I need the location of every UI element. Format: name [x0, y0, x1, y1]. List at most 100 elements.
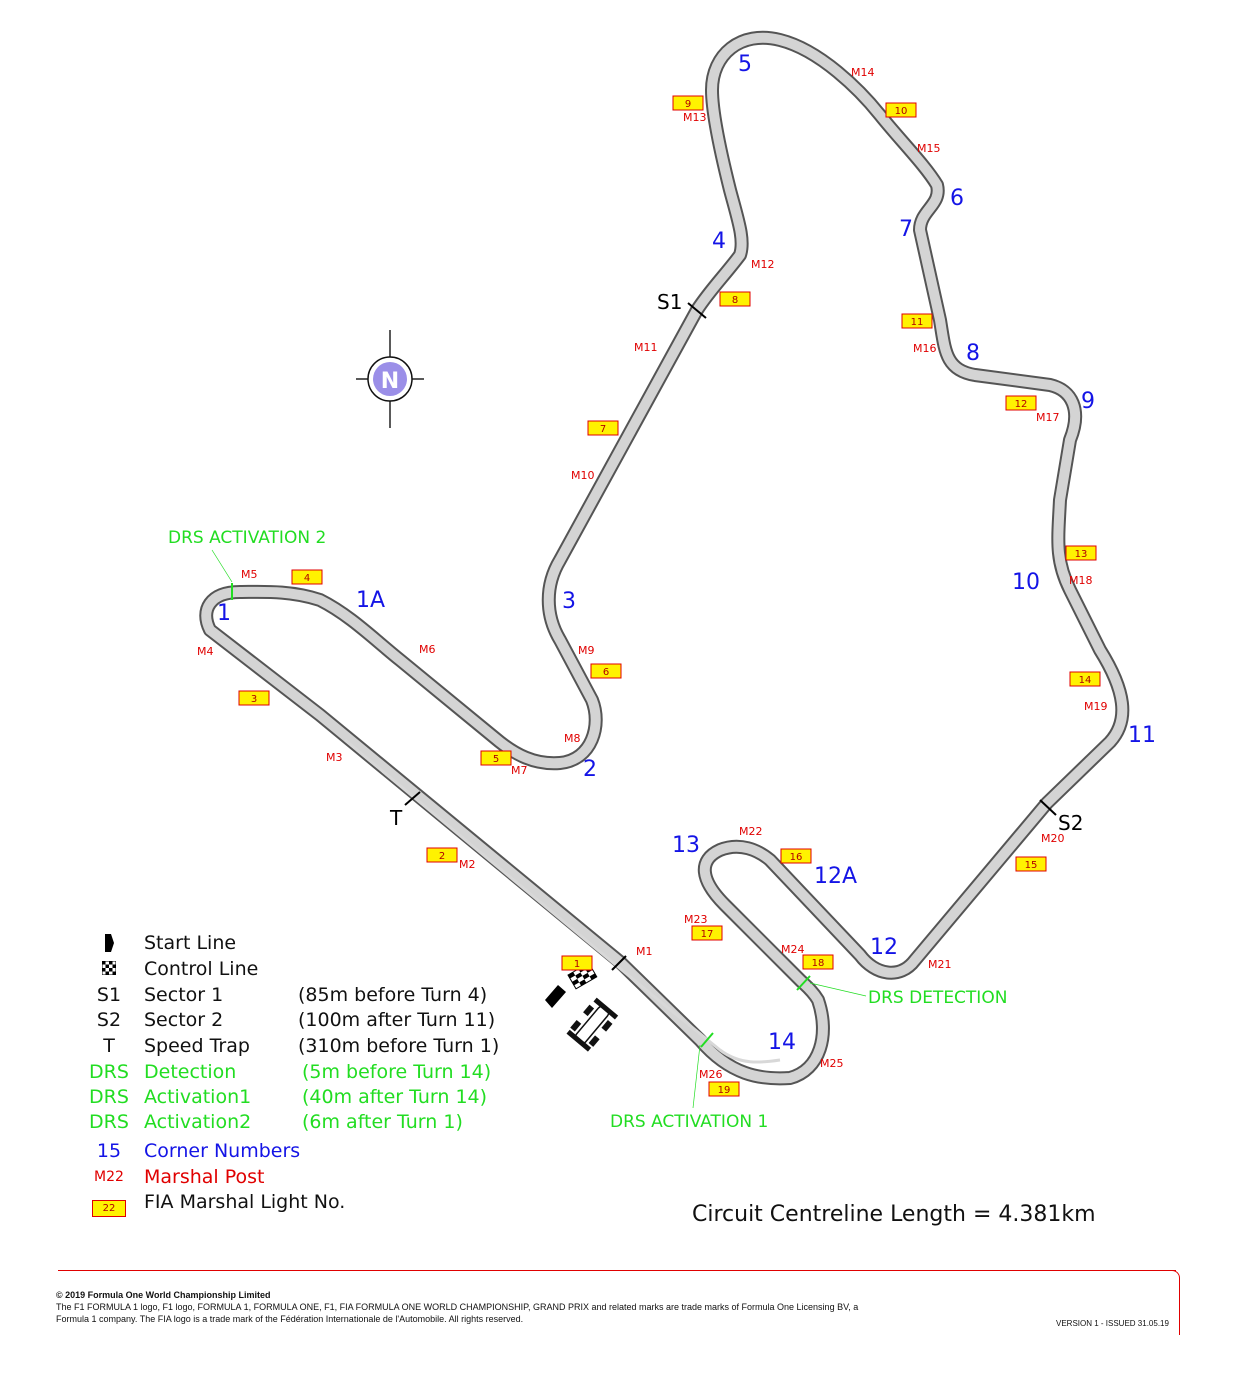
marshal-m3: M3: [326, 751, 343, 764]
corner-3: 3: [562, 589, 576, 614]
corner-13: 13: [672, 833, 700, 858]
drs-detection-line: [796, 975, 811, 991]
svg-text:11: 11: [911, 317, 924, 328]
marshal-m2: M2: [459, 858, 476, 871]
light-3: 3: [238, 690, 270, 706]
control-line-icon: [80, 958, 138, 980]
corner-12a: 12A: [814, 864, 857, 889]
drs-activation1-label: DRS ACTIVATION 1: [610, 1112, 768, 1132]
svg-text:2: 2: [439, 851, 445, 862]
marshal-m19: M19: [1084, 700, 1108, 713]
svg-text:12: 12: [1015, 399, 1028, 410]
start-line-icon: [80, 932, 138, 959]
drs-detection-label: DRS DETECTION: [868, 988, 1007, 1008]
speed-trap-label: T: [389, 806, 403, 830]
marshal-light-icon: 22: [80, 1194, 138, 1217]
light-2: 2: [426, 847, 458, 863]
footer-divider: [58, 1270, 1176, 1271]
light-6: 6: [590, 663, 622, 679]
footer-corner: [1170, 1270, 1180, 1335]
corner-7: 7: [899, 217, 913, 242]
marshal-m9: M9: [578, 644, 595, 657]
marshal-m24: M24: [781, 943, 805, 956]
drs-activation2-leader: [211, 549, 233, 583]
drs-activation2-label: DRS ACTIVATION 2: [168, 528, 326, 548]
marshal-m8: M8: [564, 732, 581, 745]
north-compass: N: [356, 330, 424, 428]
svg-text:16: 16: [790, 852, 803, 863]
svg-text:18: 18: [812, 958, 825, 969]
svg-text:5: 5: [493, 754, 499, 765]
svg-text:8: 8: [732, 295, 738, 306]
corner-2: 2: [583, 757, 597, 782]
marshal-m26: M26: [699, 1068, 723, 1081]
svg-text:3: 3: [251, 694, 257, 705]
drs-activation1-leader: [692, 1044, 701, 1109]
svg-text:4: 4: [304, 573, 310, 584]
corner-numbers: 1 1A 2 3 4 5 6 7 8 9 10 11 12 12A 13 14: [217, 52, 1156, 1055]
marshal-m22: M22: [739, 825, 763, 838]
marshal-lights: 1 2 3 4 5 6 7 8 9 10 11 12 13 14 15 16 1…: [238, 95, 1101, 1097]
corner-9: 9: [1081, 389, 1095, 414]
corner-14: 14: [768, 1030, 796, 1055]
svg-text:6: 6: [603, 667, 609, 678]
light-1: 1: [561, 955, 593, 971]
light-15: 15: [1015, 856, 1047, 872]
circuit-map: N S1 S2 T DRS ACTIVATION 2 DRS ACTIVATIO…: [168, 30, 1156, 1132]
marshal-m13: M13: [683, 111, 707, 124]
marshal-m12: M12: [751, 258, 775, 271]
track-surface: [201, 32, 1128, 1084]
corner-10: 10: [1012, 570, 1040, 595]
copyright-title: © 2019 Formula One World Championship Li…: [56, 1290, 271, 1300]
light-18: 18: [802, 954, 834, 970]
s2-line: [1039, 799, 1057, 816]
light-12: 12: [1005, 395, 1037, 411]
marshal-m10: M10: [571, 469, 595, 482]
light-10: 10: [885, 102, 917, 118]
light-4: 4: [291, 569, 323, 585]
start-line: [611, 955, 627, 971]
copyright-line-1: The F1 FORMULA 1 logo, F1 logo, FORMULA …: [56, 1302, 859, 1312]
circuit-length: Circuit Centreline Length = 4.381km: [692, 1202, 1096, 1227]
marshal-m11: M11: [634, 341, 658, 354]
marshal-m4: M4: [197, 645, 214, 658]
corner-5: 5: [738, 52, 752, 77]
svg-text:13: 13: [1075, 549, 1088, 560]
marshal-m20: M20: [1041, 832, 1065, 845]
marshal-m18: M18: [1069, 574, 1093, 587]
marshal-m16: M16: [913, 342, 937, 355]
corner-12: 12: [870, 935, 898, 960]
speed-trap-line: [404, 791, 421, 806]
copyright-line-2: Formula 1 company. The FIA logo is a tra…: [56, 1314, 524, 1324]
light-11: 11: [901, 313, 933, 329]
drs-activation1-line: [700, 1032, 714, 1048]
corner-11: 11: [1128, 723, 1156, 748]
svg-text:1: 1: [574, 959, 580, 970]
corner-1: 1: [217, 601, 231, 626]
corner-1a: 1A: [356, 588, 385, 613]
drs-detection-leader: [809, 982, 867, 997]
marshal-posts: M1 M2 M3 M4 M5 M6 M7 M8 M9 M10 M11 M12 M…: [197, 66, 1108, 1081]
marshal-m6: M6: [419, 643, 436, 656]
svg-text:19: 19: [718, 1085, 731, 1096]
svg-text:7: 7: [600, 424, 606, 435]
light-14: 14: [1069, 671, 1101, 687]
light-16: 16: [780, 848, 812, 864]
s2-label: S2: [1058, 811, 1083, 835]
pit-lane: [344, 738, 781, 1064]
north-label: N: [381, 369, 399, 394]
svg-text:14: 14: [1079, 675, 1092, 686]
corner-8: 8: [966, 341, 980, 366]
s1-label: S1: [657, 290, 682, 314]
marshal-m17: M17: [1036, 411, 1060, 424]
light-13: 13: [1065, 545, 1097, 561]
copyright-notice: © 2019 Formula One World Championship Li…: [56, 1289, 1016, 1325]
track-outline: [199, 30, 1130, 1086]
corner-4: 4: [712, 229, 726, 254]
marshal-m25: M25: [820, 1057, 844, 1070]
f1-car-icon: [566, 997, 619, 1052]
start-arrow-icon: [545, 985, 566, 1008]
light-9: 9: [672, 95, 704, 111]
s1-line: [687, 302, 707, 319]
version-label: VERSION 1 - ISSUED 31.05.19: [1056, 1319, 1169, 1328]
